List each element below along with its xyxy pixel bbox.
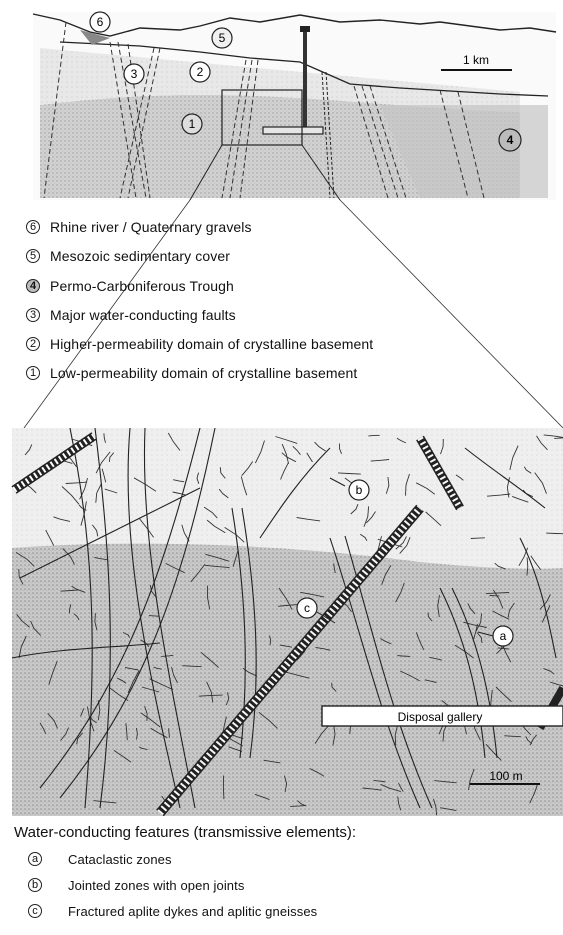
legend-marker-2: 2 [26,337,40,351]
legend-text-4: Permo-Carboniferous Trough [50,278,234,294]
legend-item-3: 3 Major water-conducting faults [26,305,236,325]
fracture-stroke [490,596,500,597]
100m-scale-label: 100 m [489,769,522,783]
feature-text-b: Jointed zones with open joints [68,878,244,893]
legend-text-6: Rhine river / Quaternary gravels [50,219,252,235]
feature-item-c: c Fractured aplite dykes and aplitic gne… [28,901,317,921]
legend-text-2: Higher-permeability domain of crystallin… [50,336,373,352]
marker-3: 3 [131,67,138,81]
detail-marker-a: a [500,629,507,643]
legend-item-1: 1 Low-permeability domain of crystalline… [26,363,357,383]
legend-marker-1: 1 [26,366,40,380]
feature-item-a: a Cataclastic zones [28,849,172,869]
legend-marker-5: 5 [26,249,40,263]
detail-marker-b: b [356,483,363,497]
feature-text-c: Fractured aplite dykes and aplitic gneis… [68,904,317,919]
legend-text-3: Major water-conducting faults [50,307,236,323]
marker-6: 6 [97,15,104,29]
fracture-stroke [149,616,159,617]
shaft-head [300,26,310,32]
feature-item-b: b Jointed zones with open joints [28,875,244,895]
marker-2: 2 [197,65,204,79]
fracture-stroke [554,438,563,439]
legend-item-4: 4 Permo-Carboniferous Trough [26,276,234,296]
legend-item-2: 2 Higher-permeability domain of crystall… [26,334,373,354]
detail-fracture-view: Disposal gallery 100 m b c a [0,428,563,816]
feature-marker-a: a [28,852,42,866]
legend-item-5: 5 Mesozoic sedimentary cover [26,246,230,266]
legend-item-6: 6 Rhine river / Quaternary gravels [26,217,252,237]
legend-marker-4: 4 [26,279,40,293]
feature-marker-c: c [28,904,42,918]
legend-marker-6: 6 [26,220,40,234]
feature-text-a: Cataclastic zones [68,852,172,867]
lower-domain [12,544,563,816]
marker-5: 5 [219,31,226,45]
access-shaft [303,30,307,132]
features-title: Water-conducting features (transmissive … [14,824,356,841]
geological-cross-section: 1 km 6 5 3 2 1 4 [0,0,563,210]
fracture-stroke [368,435,379,436]
detail-marker-c: c [304,601,310,615]
km-scale-label: 1 km [463,53,489,67]
marker-4: 4 [507,133,514,147]
fracture-stroke [223,776,224,800]
disposal-gallery-label: Disposal gallery [398,710,483,724]
repository-gallery [263,127,323,134]
marker-1: 1 [189,117,196,131]
legend-text-1: Low-permeability domain of crystalline b… [50,365,357,381]
feature-marker-b: b [28,878,42,892]
legend-text-5: Mesozoic sedimentary cover [50,248,230,264]
legend-marker-3: 3 [26,308,40,322]
